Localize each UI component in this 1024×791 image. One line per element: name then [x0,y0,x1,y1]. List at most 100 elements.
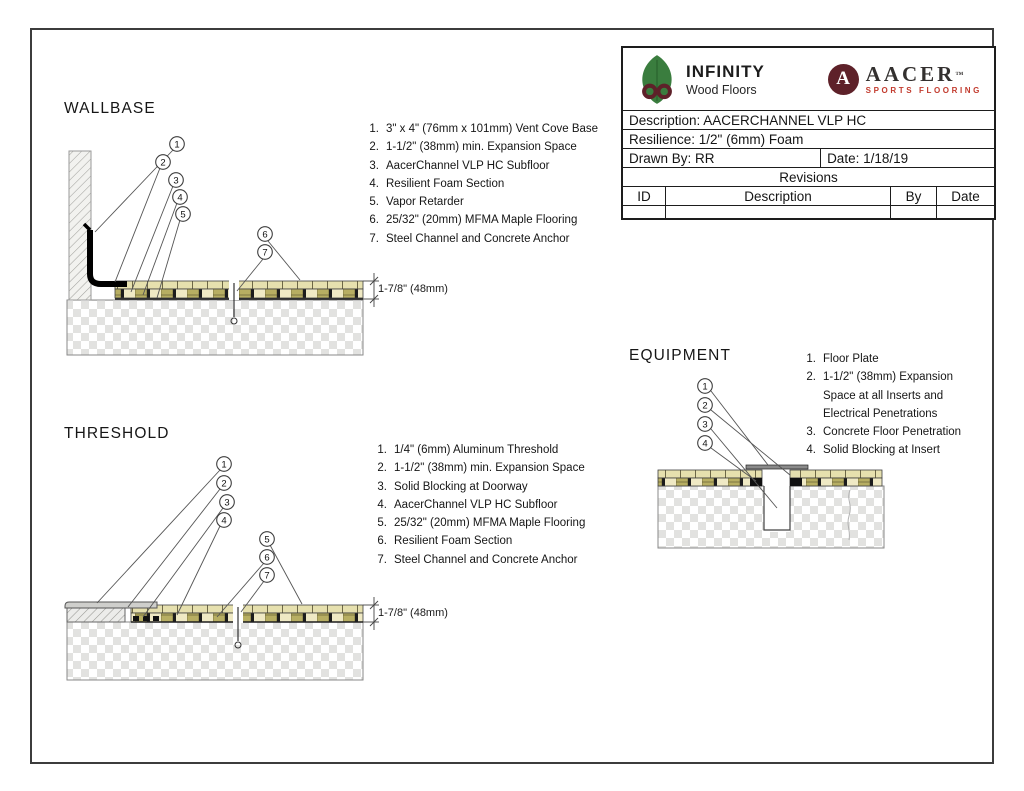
wall-section [68,150,92,301]
svg-text:2: 2 [702,400,707,411]
equipment-drawing: 1 2 3 4 [657,378,885,549]
svg-text:3: 3 [173,175,178,186]
wallbase-dimension-label: 1-7/8" (48mm) [378,283,448,295]
floor-assembly-left [657,469,763,487]
titleblock-revisions-header: Revisions [623,167,994,186]
callout-bubble: 7 [257,244,273,260]
col-date: Date [936,187,994,205]
callout-bubble: 6 [257,226,273,242]
svg-text:4: 4 [702,438,707,449]
list-item: 3.Concrete Floor Penetration [806,426,962,439]
callout-bubble: 4 [697,435,713,451]
callout-bubble: 6 [259,549,275,565]
equipment-callout-list: 1.Floor Plate 2.1-1/2" (38mm) Expansion … [799,350,977,460]
floor-penetration [763,484,791,532]
callout-bubble: 3 [168,172,184,188]
floor-assembly [130,604,364,623]
titleblock-resilience: Resilience: 1/2" (6mm) Foam [623,129,994,148]
svg-text:2: 2 [160,157,165,168]
solid-blocking [133,616,159,621]
list-item: 2.1-1/2" (38mm) min. Expansion Space [369,141,577,154]
aacer-logo: A AACER™ SPORTS FLOORING [827,61,982,95]
infinity-brand-name: INFINITY [686,61,765,81]
callout-bubble: 1 [697,378,713,394]
list-item: 1.1/4" (6mm) Aluminum Threshold [377,444,559,456]
equipment-heading: EQUIPMENT [629,347,732,364]
titleblock-date: Date: 1/18/19 [820,149,994,167]
aluminum-threshold [64,601,158,623]
list-item: 2.1-1/2" (38mm) min. Expansion Space [377,462,585,475]
svg-text:1: 1 [174,139,179,150]
titleblock-drawn-by: Drawn By: RR [629,151,715,166]
callout-bubble: 2 [216,475,232,491]
wallbase-drawing: 1 2 3 4 5 6 7 [66,136,379,356]
col-id: ID [637,189,651,204]
svg-text:5: 5 [180,209,185,220]
list-item: 5.Vapor Retarder [369,196,464,209]
threshold-heading: THRESHOLD [64,425,170,442]
expansion-gap-anchor [233,604,243,649]
threshold-dimension-label: 1-7/8" (48mm) [378,607,448,619]
list-item: 4.AacerChannel VLP HC Subfloor [377,498,558,511]
wallbase-callout-list: 1.3" x 4" (76mm x 101mm) Vent Cove Base … [362,120,630,248]
list-item: 4.Solid Blocking at Insert [806,444,940,457]
callout-bubble: 2 [155,154,171,170]
solid-blocking [750,478,802,486]
svg-text:7: 7 [262,247,267,258]
titleblock-description: Description: AACERCHANNEL VLP HC [623,110,994,129]
callout-bubble: 1 [216,456,232,472]
aacer-brand-name: AACER™ [865,61,964,86]
leader-lines [710,390,791,509]
equipment-callouts: 1 2 3 4 [697,378,713,451]
trademark-symbol: ™ [955,69,964,79]
svg-text:5: 5 [264,534,269,545]
floor-assembly-right [789,469,883,487]
drawing-sheet: INFINITY Wood Floors A AACER™ SPORTS FLO… [30,28,996,764]
expansion-gap-anchor [229,280,239,325]
threshold-drawing: 1 2 3 4 5 6 7 [64,456,379,681]
callout-bubble: 3 [219,494,235,510]
threshold-callouts: 1 2 3 4 5 6 7 [216,456,275,583]
list-item: 1.3" x 4" (76mm x 101mm) Vent Cove Base [369,123,599,135]
callout-bubble: 7 [259,567,275,583]
list-item: 7.Steel Channel and Concrete Anchor [377,553,578,566]
infinity-symbol-icon [642,83,672,100]
list-item: 3.Solid Blocking at Doorway [377,480,528,493]
dimension-bracket [363,597,379,630]
infinity-brand-sub: Wood Floors [686,82,757,97]
infinity-wood-floors-logo: INFINITY Wood Floors [635,53,765,105]
svg-text:6: 6 [264,552,269,563]
svg-text:4: 4 [177,192,182,203]
list-item: 1.Floor Plate [806,353,879,365]
wallbase-callouts: 1 2 3 4 5 6 7 [155,136,273,260]
floor-plate [745,464,809,470]
callout-bubble: 5 [175,206,191,222]
svg-text:1: 1 [702,381,707,392]
concrete-slab [66,621,364,681]
list-item: 6.25/32" (20mm) MFMA Maple Flooring [369,214,578,227]
titleblock-drawn-date-row: Drawn By: RR Date: 1/18/19 [623,148,994,167]
callout-bubble: 2 [697,397,713,413]
list-item: 2.1-1/2" (38mm) Expansion Space at all I… [806,371,953,420]
leaf-infinity-icon [642,55,672,104]
svg-text:2: 2 [221,478,226,489]
svg-text:6: 6 [262,229,267,240]
leader-lines [96,469,303,618]
aacer-brand-sub: SPORTS FLOORING [865,85,982,95]
list-item: 6.Resilient Foam Section [377,535,513,548]
concrete-slab [66,299,364,356]
vent-cove-base [82,222,127,287]
threshold-callout-list: 1.1/4" (6mm) Aluminum Threshold 2.1-1/2"… [370,441,625,569]
titleblock: INFINITY Wood Floors A AACER™ SPORTS FLO… [621,46,996,220]
list-item: 4.Resilient Foam Section [369,177,505,190]
wallbase-heading: WALLBASE [64,100,156,117]
callout-bubble: 1 [169,136,185,152]
list-item: 3.AacerChannel VLP HC Subfloor [369,159,550,172]
callout-bubble: 4 [172,189,188,205]
aacer-monogram-icon: A [827,63,859,95]
svg-text:1: 1 [221,459,226,470]
callout-bubble: 4 [216,512,232,528]
callout-bubble: 5 [259,531,275,547]
svg-text:4: 4 [221,515,226,526]
leader-lines [94,149,301,299]
